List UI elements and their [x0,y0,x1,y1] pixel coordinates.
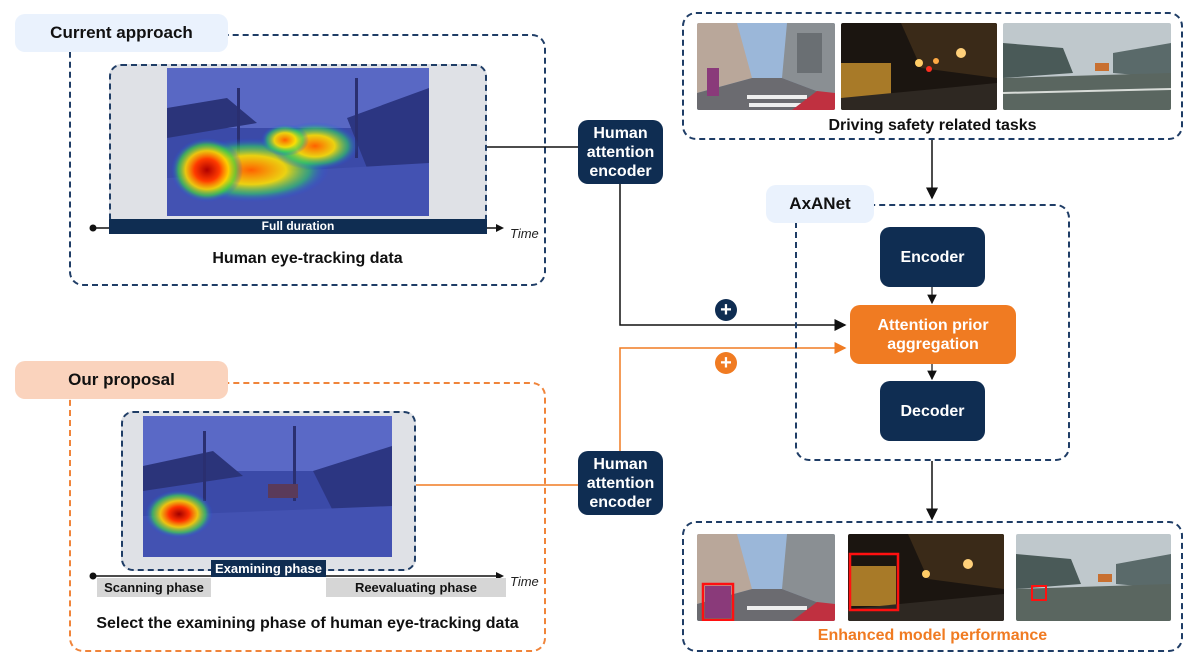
reevaluating-phase-bar: Reevaluating phase [326,578,506,597]
plus-icon-navy: + [715,299,737,321]
current-approach-label: Current approach [15,14,228,52]
axanet-panel [795,204,1070,461]
proposal-time-label: Time [510,574,539,589]
axanet-label: AxANet [766,185,874,223]
output-panel [682,521,1183,652]
proposal-heatmap-image [143,416,392,557]
output-photo-street-day [697,534,835,621]
driving-photo-overcast [1003,23,1171,110]
output-caption: Enhanced model performance [817,627,1048,644]
current-time-label: Time [510,226,539,241]
our-proposal-caption: Select the examining phase of human eye-… [96,615,519,632]
scanning-phase-bar: Scanning phase [97,578,211,597]
our-proposal-label: Our proposal [15,361,228,399]
plus-icon-orange: + [715,352,737,374]
driving-photo-night [841,23,997,110]
output-photo-night [848,534,1004,621]
current-heatmap-image [167,68,429,216]
examining-phase-bar: Examining phase [211,560,326,577]
current-approach-caption: Human eye-tracking data [212,250,403,267]
driving-photo-street-day [697,23,835,110]
our-proposal-panel [69,382,546,652]
encoder-block: Encoder [880,227,985,287]
full-duration-bar: Full duration [109,219,487,234]
output-photo-overcast [1016,534,1171,621]
driving-tasks-panel [682,12,1183,140]
decoder-block: Decoder [880,381,985,441]
driving-tasks-caption: Driving safety related tasks [828,117,1037,134]
current-approach-panel [69,34,546,286]
